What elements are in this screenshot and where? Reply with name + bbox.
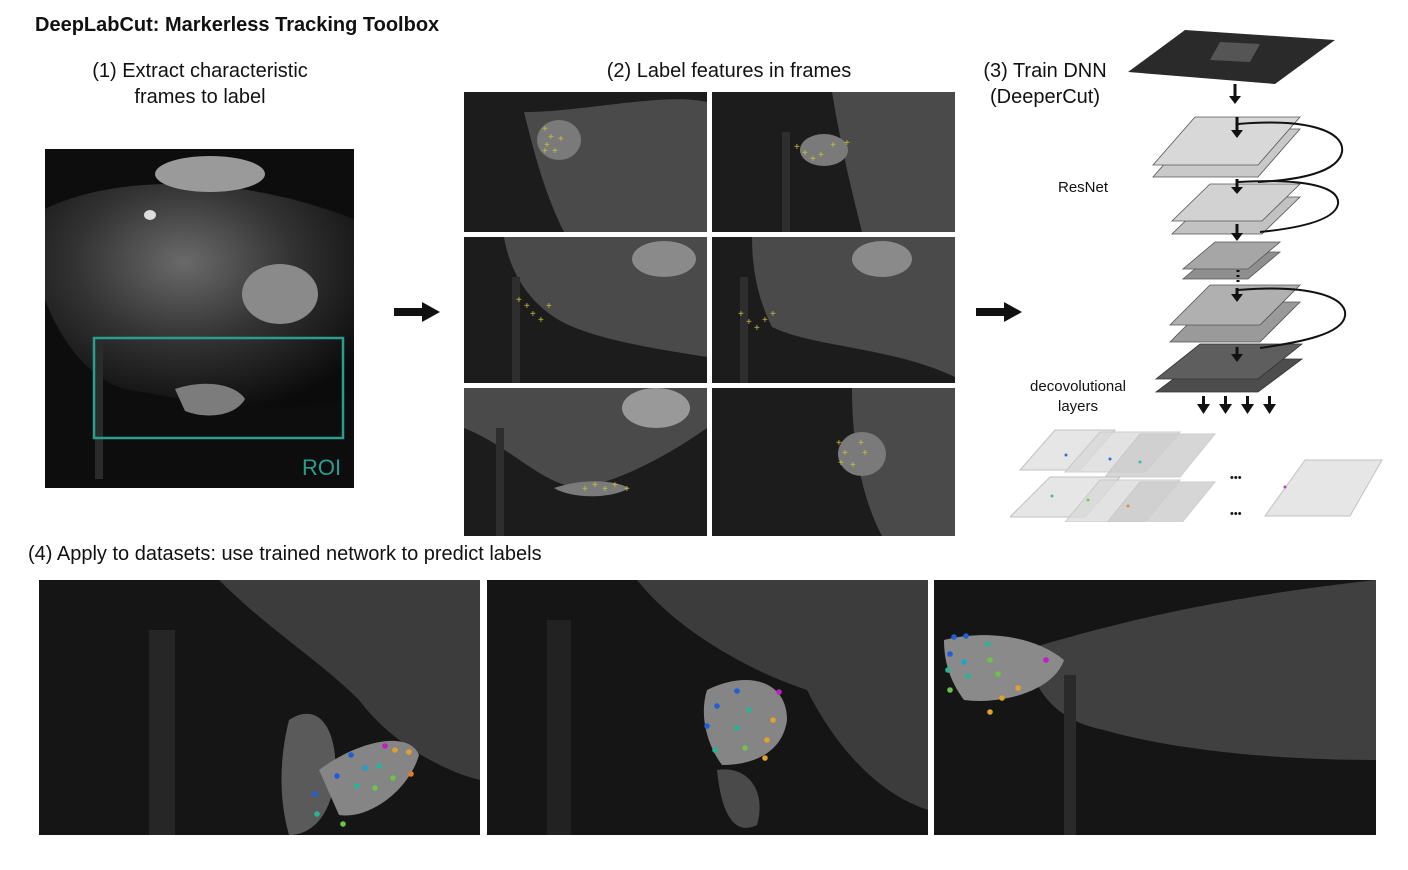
step1-line1: (1) Extract characteristic [92, 60, 308, 82]
roi-label: ROI [302, 455, 342, 480]
svg-text:+: + [542, 124, 548, 135]
score-maps [1010, 429, 1383, 522]
svg-text:+: + [802, 148, 808, 159]
roi-box [92, 336, 345, 440]
svg-text:+: + [582, 484, 588, 495]
down-arrow-icon [1231, 354, 1243, 362]
svg-text:+: + [538, 315, 544, 326]
svg-text:+: + [548, 132, 554, 143]
deconv-line2: layers [1057, 398, 1098, 415]
svg-text:+: + [592, 480, 598, 491]
svg-text:+: + [544, 140, 550, 151]
svg-text:+: + [762, 315, 768, 326]
step1-heading: (1) Extract characteristic frames to lab… [60, 58, 340, 110]
down-arrow-icon [1263, 404, 1276, 414]
svg-text:+: + [830, 140, 836, 151]
deconv-label: decovolutional layers [1010, 377, 1146, 417]
svg-text:+: + [546, 301, 552, 312]
right-arrow-icon [394, 302, 440, 322]
svg-text:+: + [612, 480, 618, 491]
resnet-layer [1169, 284, 1301, 326]
resnet-label: ResNet [1057, 179, 1109, 196]
svg-text:+: + [836, 438, 842, 449]
svg-text:+: + [818, 150, 824, 161]
svg-text:+: + [850, 460, 856, 471]
network-diagram [1010, 30, 1383, 522]
resnet-layer [1171, 183, 1301, 222]
svg-text:+: + [754, 323, 760, 334]
ellipsis-2: ••• [1230, 508, 1242, 520]
svg-text:+: + [838, 458, 844, 469]
svg-text:+: + [770, 309, 776, 320]
label-frame-4: +++++ [712, 237, 955, 383]
svg-text:+: + [862, 448, 868, 459]
down-arrow-icon [1231, 130, 1243, 138]
svg-text:+: + [530, 309, 536, 320]
deconv-layer [1154, 343, 1304, 380]
svg-text:+: + [844, 138, 850, 149]
label-frame-1: ++++++ [464, 92, 707, 232]
label-frame-5: + + + + + [464, 388, 707, 536]
keypoints [945, 633, 1049, 715]
svg-text:+: + [794, 142, 800, 153]
label-frame-6: ++++++ [712, 388, 955, 536]
step3-heading: (3) Train DNN (DeeperCut) [960, 58, 1130, 110]
svg-text:+: + [810, 154, 816, 165]
resnet-layer [1181, 241, 1282, 270]
down-arrow-icon [1219, 404, 1232, 414]
svg-text:+: + [738, 309, 744, 320]
resnet-layer [1152, 116, 1301, 166]
svg-text:+: + [842, 448, 848, 459]
deconv-line1: decovolutional [1030, 378, 1126, 395]
step2-heading: (2) Label features in frames [606, 60, 852, 82]
step4-heading: (4) Apply to datasets: use trained netwo… [28, 543, 542, 565]
extracted-frame: ROI [45, 149, 354, 488]
svg-text:+: + [746, 317, 752, 328]
down-arrow-icon [1229, 96, 1241, 104]
svg-text:+: + [558, 134, 564, 145]
loop-arrow-icon [1237, 121, 1347, 349]
svg-text:+: + [542, 146, 548, 157]
down-arrow-icon [1231, 187, 1243, 194]
ellipsis-1: ••• [1230, 472, 1242, 484]
down-arrow-icon [1231, 294, 1243, 302]
prediction-panel-1 [39, 580, 480, 835]
step3-line2: (DeeperCut) [989, 86, 1101, 108]
down-arrow-icon [1197, 404, 1210, 414]
svg-text:+: + [624, 484, 630, 495]
keypoints [704, 688, 782, 761]
down-arrow-icon [1231, 233, 1243, 241]
svg-text:+: + [602, 484, 608, 495]
down-arrow-icon [1241, 404, 1254, 414]
svg-text:+: + [524, 301, 530, 312]
label-frame-3: +++++ [464, 237, 707, 383]
step3-line1: (3) Train DNN [983, 60, 1107, 82]
step1-line2: frames to label [134, 86, 266, 108]
keypoints [312, 743, 414, 827]
right-arrow-icon [976, 302, 1022, 322]
figure-title: DeepLabCut: Markerless Tracking Toolbox [35, 14, 440, 36]
svg-text:+: + [858, 438, 864, 449]
mouse-image [45, 149, 354, 488]
svg-text:+: + [516, 295, 522, 306]
label-frame-2: ++++++ [712, 92, 955, 232]
prediction-panel-2 [487, 580, 928, 835]
svg-text:+: + [552, 146, 558, 157]
prediction-panel-3 [934, 580, 1376, 835]
